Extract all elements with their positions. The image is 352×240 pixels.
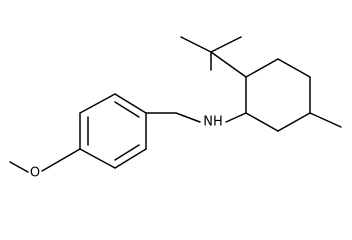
bond-ring-c2-c3	[277, 58, 311, 78]
bond-benzene-double-3	[114, 144, 140, 161]
bond-ring-c1-c2	[245, 58, 279, 78]
bond-ring-isopropyl-link	[210, 51, 247, 78]
isopropyl-group	[180, 36, 242, 71]
bond-oxygen-to-methyl	[9, 161, 29, 173]
bond-benzene-c4-c5	[79, 148, 116, 169]
bond-ring-c5-c6	[245, 112, 279, 132]
methoxy-group	[9, 148, 81, 173]
bond-ring-methyl	[309, 112, 342, 128]
bond-nitrogen-to-ch2	[175, 112, 201, 123]
bond-benzene-to-oxygen	[41, 148, 81, 172]
bond-benzene-c1-c2	[114, 93, 147, 114]
bond-benzene-c2-c3	[79, 93, 116, 114]
amine-label: NH	[203, 115, 223, 130]
bond-isopropyl-ch-right-methyl	[210, 36, 242, 53]
cyclohexane-ring	[210, 51, 311, 132]
amine-linkage	[145, 112, 247, 123]
molecule-structure: NH O	[9, 36, 342, 181]
bond-benzene-c5-c6	[114, 148, 147, 169]
bond-ring-to-nitrogen	[225, 112, 247, 123]
benzene-ring	[79, 93, 147, 169]
oxygen-label: O	[30, 166, 40, 181]
bond-benzene-double-1	[114, 101, 140, 118]
bond-ring-c4-c5	[277, 112, 311, 132]
bond-isopropyl-ch-left-methyl	[180, 36, 212, 53]
